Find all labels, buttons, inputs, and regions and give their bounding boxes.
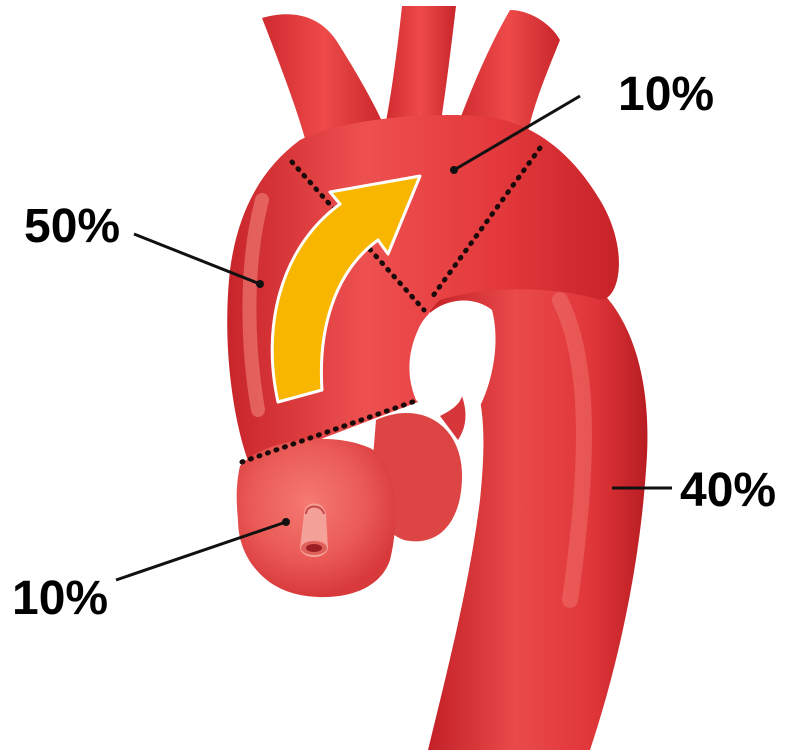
label-arch: 10% bbox=[618, 68, 714, 121]
label-ascending: 50% bbox=[24, 200, 120, 253]
left-carotid-branch bbox=[384, 6, 456, 132]
label-root: 10% bbox=[12, 572, 108, 625]
label-descending: 40% bbox=[680, 464, 776, 517]
